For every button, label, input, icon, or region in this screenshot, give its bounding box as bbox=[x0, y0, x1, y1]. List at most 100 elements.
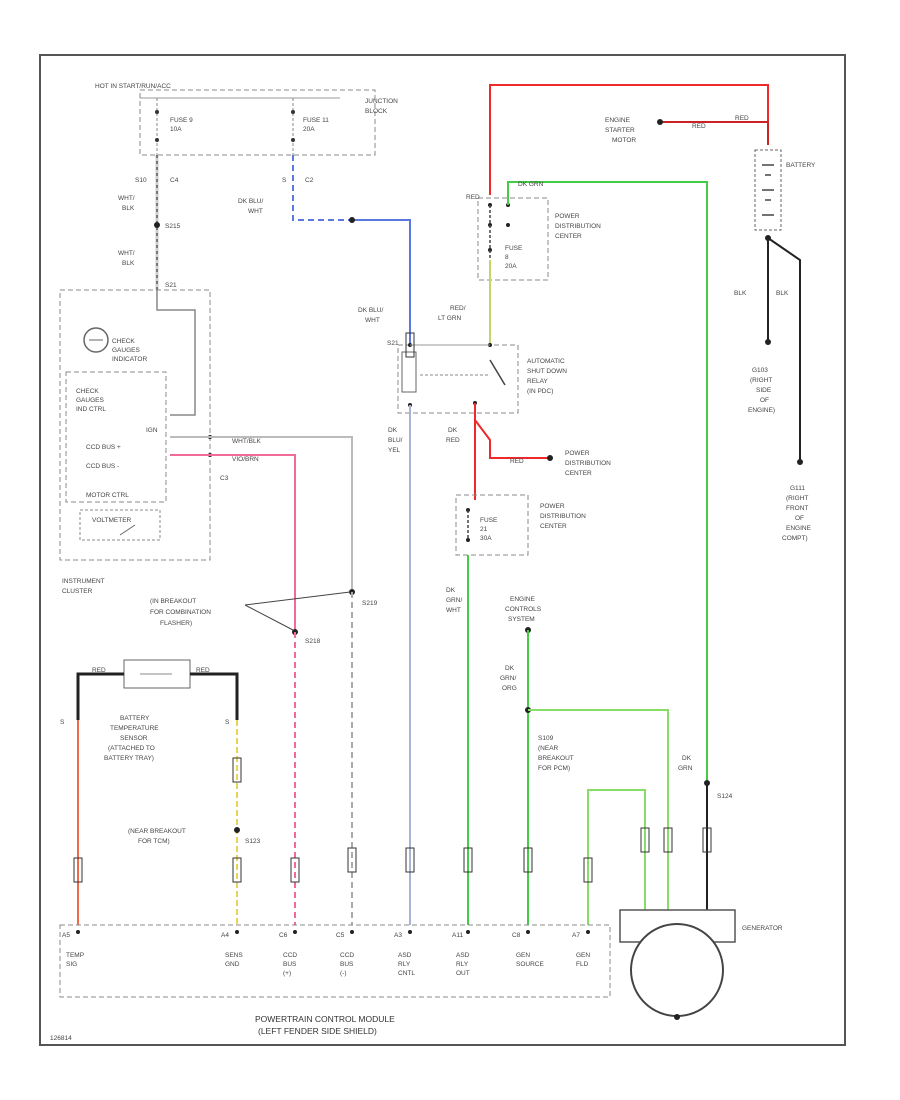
pcm-pin-function-label: GND bbox=[225, 961, 240, 968]
red-ltgrn-2: LT GRN bbox=[438, 315, 462, 322]
hot-label: HOT IN START/RUN/ACC bbox=[95, 83, 171, 90]
voltmeter-needle-icon bbox=[119, 524, 136, 536]
g103-3: SIDE bbox=[756, 387, 772, 394]
ccd-bus-minus: CCD BUS - bbox=[86, 463, 119, 470]
pcm-pin-terminal bbox=[235, 930, 239, 934]
pcm-pin-function-label: ASD bbox=[456, 952, 470, 959]
asd-3: RELAY bbox=[527, 378, 548, 385]
wire-wht-blk: WHT/ BLK S215 WHT/ BLK S21 bbox=[118, 155, 181, 290]
pcm-pin-c6: C6 bbox=[279, 932, 288, 939]
dk-grn-1: DK bbox=[682, 755, 692, 762]
blk-label-1: BLK bbox=[734, 290, 747, 297]
pdc-top: RED POWER DISTRIBUTION CENTER FUSE 8 20A… bbox=[438, 194, 601, 345]
starter-label-2: STARTER bbox=[605, 127, 635, 134]
g111-4: OF bbox=[795, 515, 804, 522]
batt-temp-1: BATTERY bbox=[120, 715, 150, 722]
wire-connector-marker bbox=[523, 847, 533, 873]
cluster-label-1: INSTRUMENT bbox=[62, 578, 105, 585]
pin-s10: S10 bbox=[135, 177, 147, 184]
battery-icon bbox=[754, 149, 782, 231]
pdc-low-3: CENTER bbox=[540, 523, 567, 530]
pcm-pin-a4: A4 bbox=[221, 932, 229, 939]
s21-label: S21 bbox=[165, 282, 177, 289]
g111-2: (RIGHT bbox=[786, 495, 808, 502]
fuse21-3: 30A bbox=[480, 535, 492, 542]
g103-1: G103 bbox=[752, 367, 768, 374]
wire-connector-marker bbox=[463, 847, 473, 873]
wht-blk-label-2: BLK bbox=[122, 205, 135, 212]
splice-s123 bbox=[234, 827, 240, 833]
wire-connector-marker bbox=[232, 857, 242, 883]
ground-g111-icon bbox=[797, 459, 803, 465]
dk-blu-wht-label-2: WHT bbox=[248, 208, 263, 215]
batt-temp-2: TEMPERATURE bbox=[110, 725, 159, 732]
fuse21-2: 21 bbox=[480, 526, 488, 533]
pdc-low-1: POWER bbox=[540, 503, 565, 510]
fuse8-2: 8 bbox=[505, 254, 509, 261]
dk-red-2: RED bbox=[446, 437, 460, 444]
voltmeter-label: VOLTMETER bbox=[92, 517, 132, 524]
pcm-pin-function-label: SENS bbox=[225, 952, 243, 959]
starter-label-3: MOTOR bbox=[612, 137, 636, 144]
pcm-pin-terminal bbox=[586, 930, 590, 934]
check-gauges-ind-1: CHECK bbox=[112, 338, 135, 345]
dk-grn-org-3: ORG bbox=[502, 685, 517, 692]
ign-label: IGN bbox=[146, 427, 158, 434]
wire-dk-red: DK RED RED POWER DISTRIBUTION CENTER bbox=[446, 403, 611, 500]
wire-dk-grn-wht: DK GRN/ WHT bbox=[446, 555, 469, 925]
wire-dk-blu-yel: DK BLU/ YEL bbox=[388, 405, 411, 925]
fuse21-1: FUSE bbox=[480, 517, 498, 524]
relay-coil-icon bbox=[401, 351, 417, 393]
pcm-pin-function-label: OUT bbox=[456, 970, 470, 977]
junction-block: HOT IN START/RUN/ACC JUNCTION BLOCK FUSE… bbox=[95, 83, 398, 156]
pcm-pin-function-label: SIG bbox=[66, 961, 77, 968]
battery-red-label: RED bbox=[735, 115, 749, 122]
pdc-mid-3: CENTER bbox=[565, 470, 592, 477]
breakout-tcm-1: (NEAR BREAKOUT bbox=[128, 828, 186, 835]
g103-2: (RIGHT bbox=[750, 377, 772, 384]
pcm-pin-function-label: (-) bbox=[340, 970, 347, 977]
wire-connector-marker bbox=[290, 857, 300, 883]
cluster-label-2: CLUSTER bbox=[62, 588, 93, 595]
battery-temperature-sensor: RED RED S S BATTERY TEMPERATURE SENSOR (… bbox=[60, 659, 261, 925]
junction-label-1: JUNCTION bbox=[365, 98, 398, 105]
blk-label-2: BLK bbox=[776, 290, 789, 297]
dk-grn-org-1: DK bbox=[505, 665, 515, 672]
g111-6: COMPT) bbox=[782, 535, 808, 542]
red-pdc-label: RED bbox=[510, 458, 524, 465]
fuse8-1: FUSE bbox=[505, 245, 523, 252]
pcm-pin-terminal bbox=[76, 930, 80, 934]
pcm-pin-terminal bbox=[408, 930, 412, 934]
dk-blu-yel-3: YEL bbox=[388, 447, 401, 454]
g111-5: ENGINE bbox=[786, 525, 812, 532]
g111-1: G111 bbox=[790, 485, 805, 492]
starter-red-label: RED bbox=[692, 123, 706, 130]
breakout-pcm-2: (NEAR bbox=[538, 745, 559, 752]
pcm-pin-function-label: GEN bbox=[516, 952, 530, 959]
dk-grn-2: GRN bbox=[678, 765, 693, 772]
dk-red-1: DK bbox=[448, 427, 458, 434]
generator-label: GENERATOR bbox=[742, 925, 783, 932]
generator: GENERATOR bbox=[619, 909, 783, 1020]
connector-c4: C4 bbox=[170, 177, 179, 184]
starter-label-1: ENGINE bbox=[605, 117, 631, 124]
powertrain-control-module: POWERTRAIN CONTROL MODULE (LEFT FENDER S… bbox=[59, 924, 611, 1036]
dk-grn-org-2: GRN/ bbox=[500, 675, 516, 682]
wire-dk-grn-main: DK GRN DK GRN S124 bbox=[507, 181, 733, 910]
pcm-pin-terminal bbox=[293, 930, 297, 934]
c3-label: C3 bbox=[220, 475, 229, 482]
asd-relay: AUTOMATIC SHUT DOWN RELAY (IN PDC) S21 bbox=[387, 340, 567, 414]
pcm-pin-a7: A7 bbox=[572, 932, 580, 939]
pcm-pin-function-label: GEN bbox=[576, 952, 590, 959]
batt-temp-red-right: RED bbox=[196, 667, 210, 674]
batt-temp-4: (ATTACHED TO bbox=[108, 745, 155, 752]
check-gauges-ctrl-3: IND CTRL bbox=[76, 406, 106, 413]
pdc-low-2: DISTRIBUTION bbox=[540, 513, 586, 520]
instrument-cluster: CHECK GAUGES INDICATOR CHECK GAUGES IND … bbox=[59, 289, 229, 595]
ground-g103-icon bbox=[765, 339, 771, 345]
wire-connector-marker bbox=[405, 332, 415, 358]
connector-c2: C2 bbox=[305, 177, 314, 184]
asd-2: SHUT DOWN bbox=[527, 368, 567, 375]
asd-pin-86: S21 bbox=[387, 340, 399, 347]
